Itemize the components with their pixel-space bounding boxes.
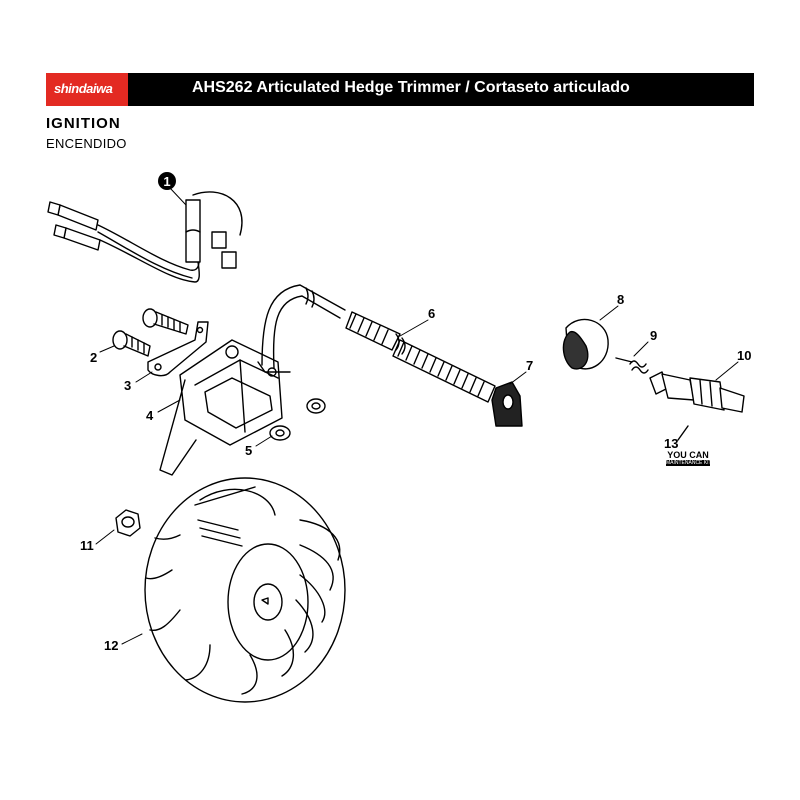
callout-11-label: 11 <box>80 538 94 553</box>
callout-9-label: 9 <box>650 328 657 343</box>
callout-12-label: 12 <box>104 638 118 653</box>
part-2-screws <box>112 308 189 357</box>
section-title: IGNITION <box>46 115 121 132</box>
callout-1-marker <box>158 172 176 190</box>
part-6-spring-sleeve <box>345 311 496 403</box>
callout-6-label: 6 <box>428 306 435 321</box>
part-9-spring <box>615 357 649 374</box>
callout-4-label: 4 <box>146 408 154 423</box>
section-subtitle: ENCENDIDO <box>46 136 127 151</box>
part-8-plug-cap <box>562 318 609 370</box>
kit-badge-subtitle: MAINTENANCE KIT <box>666 460 712 466</box>
part-3-bracket <box>147 321 209 377</box>
ht-lead <box>261 284 346 369</box>
page-title: AHS262 Articulated Hedge Trimmer / Corta… <box>192 79 630 96</box>
part-12-flywheel <box>144 477 346 703</box>
brand-logo: shindaiwa <box>46 73 128 106</box>
maintenance-kit-badge: YOU CAN MAINTENANCE KIT <box>666 450 712 469</box>
callout-1-label: 1 <box>163 174 170 189</box>
part-1-ignition-lead <box>47 191 243 283</box>
callout-8-label: 8 <box>617 292 624 307</box>
callout-10-label: 10 <box>737 348 751 363</box>
part-11-nut <box>115 509 141 537</box>
callout-13-label: 13 <box>664 436 678 451</box>
callout-2-label: 2 <box>90 350 97 365</box>
callout-3-label: 3 <box>124 378 131 393</box>
callout-7-label: 7 <box>526 358 533 373</box>
part-13-maintenance-kit-pointer <box>677 425 689 441</box>
brand-logo-text: shindaiwa <box>54 81 113 96</box>
kit-badge-title: YOU CAN <box>667 450 709 460</box>
part-5-grommets <box>269 398 326 441</box>
part-10-spark-plug <box>649 371 745 413</box>
part-7-grommet <box>491 381 523 427</box>
callout-5-label: 5 <box>245 443 252 458</box>
leader-lines <box>95 187 739 645</box>
part-4-ignition-coil <box>159 339 291 476</box>
header-bar: shindaiwa AHS262 Articulated Hedge Trimm… <box>46 73 754 106</box>
